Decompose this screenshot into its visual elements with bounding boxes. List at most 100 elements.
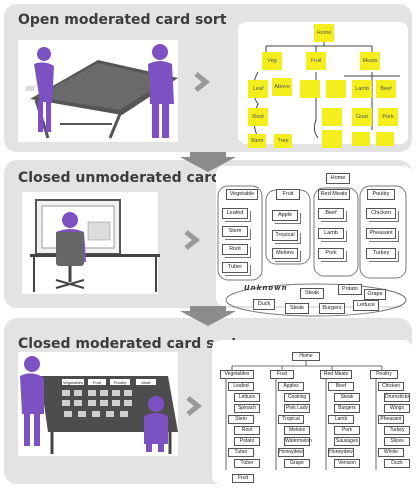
card-turkey: Turkey	[366, 248, 396, 259]
card-header-vegetable: Vegetable	[226, 189, 258, 200]
tree-item: Cooking	[284, 393, 310, 402]
tree-header-2: Red Meats	[320, 370, 352, 379]
tree-item: Pheasant	[378, 415, 404, 424]
tree-item: Lettuce	[234, 393, 260, 402]
tree-item: Root	[234, 426, 260, 435]
tree-item: Drumsticks	[384, 393, 410, 402]
sticky-blank-5	[352, 132, 370, 146]
sticky-blank-1	[300, 80, 320, 98]
table-header-fruit: Fruit	[93, 380, 101, 385]
tree-item: Wings	[384, 404, 410, 413]
tree-extra-fruit: Fruit	[232, 474, 254, 483]
sticky-above: Above	[272, 78, 292, 96]
sticky-fruit: Fruit	[306, 52, 326, 70]
card-apple: Apple	[272, 210, 298, 221]
tree-item: Honeydew	[328, 448, 354, 457]
table-header-poultry: Poultry	[113, 380, 127, 385]
moderated-tree-lines	[225, 360, 383, 470]
card-beef: Beef	[318, 208, 344, 219]
card-header-fruit: Fruit	[276, 189, 300, 200]
card-home: Home	[326, 173, 350, 184]
card-unknown-lettuce: Lettuce	[353, 300, 379, 311]
tree-item: Honeydew	[278, 448, 304, 457]
tree-home: Home	[292, 352, 320, 361]
tree-item: Tuber	[234, 459, 260, 468]
tree-header-0: Vegetables	[220, 370, 254, 379]
chair	[56, 232, 84, 266]
tree-item: Pink Lady	[284, 404, 310, 413]
chevron-right-icon	[184, 230, 201, 250]
sticky-blank-4	[322, 130, 342, 148]
tree-item: Melons	[284, 426, 310, 435]
unknown-label: Unknown	[244, 284, 288, 292]
card-pheasant: Pheasant	[366, 228, 396, 239]
tree-item: Steak	[334, 393, 360, 402]
panel-title: Closed unmoderated card sort	[18, 170, 258, 186]
tree-item: Burgers	[334, 404, 360, 413]
card-root: Root	[222, 244, 248, 255]
sticky-root: Root	[248, 108, 268, 126]
chevron-right-icon	[194, 72, 211, 92]
arrow-down-1	[180, 152, 236, 172]
tree-item: Spinach	[234, 404, 260, 413]
sticky-leaf: Leaf	[248, 80, 268, 98]
table-cards	[62, 390, 132, 417]
arrow-down-2	[180, 306, 236, 326]
sticky-blank-6	[376, 132, 394, 146]
sticky-stem: Stem	[248, 134, 266, 148]
card-unknown-grape: Grape	[364, 289, 386, 300]
card-melons: Melons	[272, 248, 298, 259]
sticky-meats: Meats	[360, 52, 380, 70]
card-tuber: Tuber	[222, 262, 248, 273]
sticky-veg: Veg	[262, 52, 282, 70]
card-unknown-burgers: Burgers	[319, 303, 345, 314]
card-unknown-potato: Potato	[338, 284, 362, 295]
card-unknown-steak-2: Steak	[285, 303, 309, 314]
sticky-home: Home	[314, 24, 334, 42]
card-header-poultry: Poultry	[367, 189, 395, 200]
tree-item: Grape	[284, 459, 310, 468]
card-unknown-steak: Steak	[300, 288, 324, 299]
tree-item: Tropical	[278, 415, 304, 424]
tree-item: Venison	[334, 459, 360, 468]
card-pork: Pork	[318, 248, 344, 259]
card-header-redmeats: Red Meats	[318, 189, 350, 200]
tree-item: Tuber	[228, 448, 254, 457]
panel-title: Open moderated card sort	[18, 12, 227, 28]
table-cards	[24, 86, 36, 91]
card-leafed: Leafed	[222, 208, 248, 219]
sticky-blank-2	[326, 80, 346, 98]
tree-item: Apples	[278, 382, 304, 391]
card-unknown-duck: Duck	[253, 299, 275, 310]
card-tropical: Tropical	[272, 230, 298, 241]
table-header-cards	[62, 379, 156, 385]
sticky-lamb: Lamb	[352, 80, 372, 98]
tree-item: Beef	[328, 382, 354, 391]
tree-item: Sausages	[334, 437, 360, 446]
sticky-tree: Tree	[274, 134, 292, 148]
person-left	[20, 356, 44, 446]
person-right	[148, 44, 174, 138]
sticky-blank-3	[322, 108, 342, 126]
card-chicken: Chicken	[366, 208, 396, 219]
sticky-beef: Beef	[376, 80, 396, 98]
tree-item: Slices	[384, 437, 410, 446]
panel-title: Closed moderated card sort	[18, 336, 238, 352]
tree-header-3: Poultry	[370, 370, 398, 379]
chevron-right-icon	[186, 396, 203, 416]
tree-header-1: Fruit	[270, 370, 294, 379]
card-stem: Stem	[222, 226, 248, 237]
table-header-meat: Meat	[141, 380, 151, 385]
tree-item: Duck	[384, 459, 410, 468]
tree-item: Watermelon	[284, 437, 312, 446]
sticky-goat: Goat	[352, 108, 372, 126]
tree-item: Stem	[228, 415, 254, 424]
tree-item: Whole	[378, 448, 404, 457]
tree-item: Pork	[334, 426, 360, 435]
card-lamb: Lamb	[318, 228, 344, 239]
tree-item: Lamb	[328, 415, 354, 424]
person-right	[144, 396, 168, 452]
person-left	[34, 47, 54, 132]
